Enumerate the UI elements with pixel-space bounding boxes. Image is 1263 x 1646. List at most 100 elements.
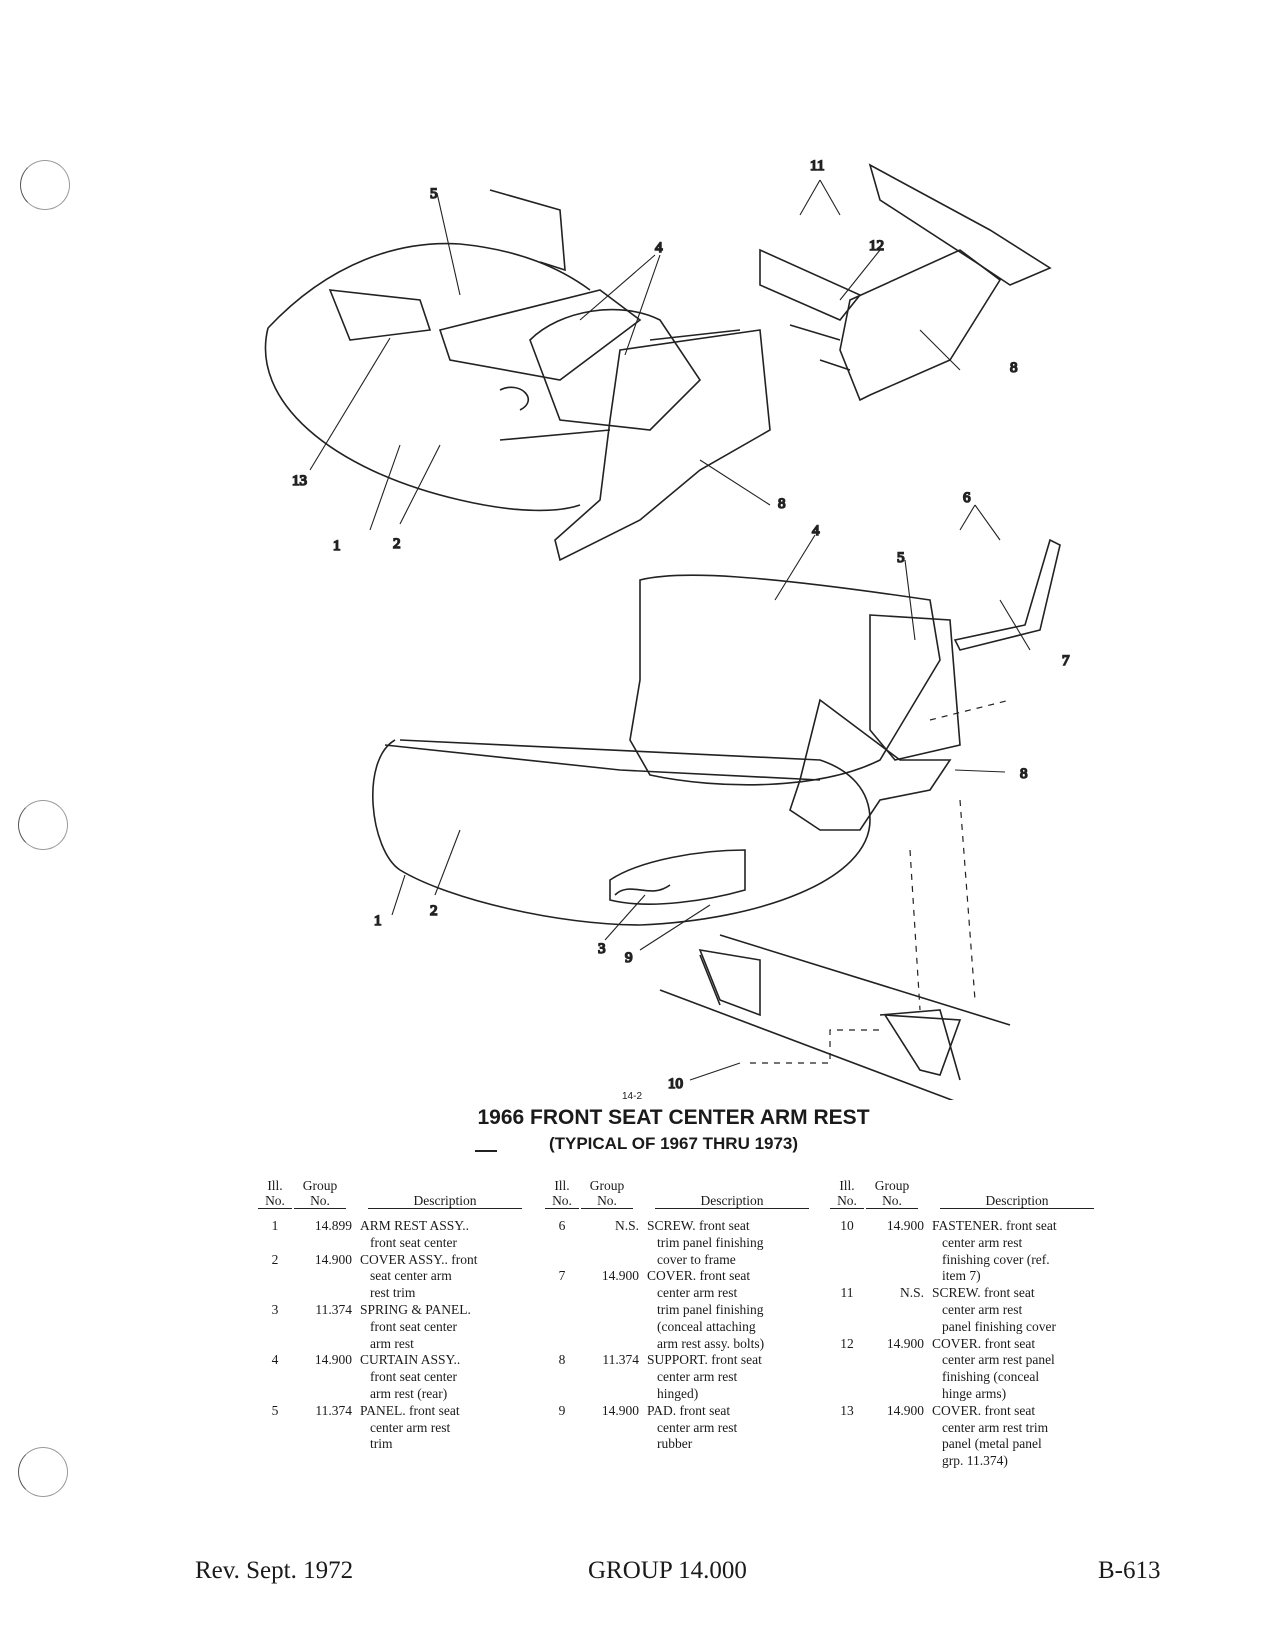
lower-trim-panel <box>869 614 961 761</box>
title-dash <box>475 1150 497 1152</box>
description-line: rubber <box>657 1436 693 1452</box>
description-line: arm rest (rear) <box>370 1385 448 1401</box>
description-line: hinge arms) <box>942 1385 1007 1401</box>
callout-5-top: 5 <box>430 186 438 202</box>
upper-right-support-plate <box>839 249 1002 402</box>
lower-mounting-brackets <box>698 948 962 1076</box>
callout-4-top: 4 <box>655 240 663 256</box>
upper-hinge-support <box>438 189 642 381</box>
description-line: SPRING & PANEL. <box>360 1301 471 1317</box>
callout-13: 13 <box>292 473 307 489</box>
description-line: finishing cover (ref. <box>942 1251 1050 1267</box>
description-line: seat center arm <box>370 1268 452 1284</box>
callout-6: 6 <box>963 490 971 506</box>
ill-number: 3 <box>271 1301 279 1317</box>
description-line: center arm rest <box>942 1301 1023 1317</box>
group-number: GROUP 14.000 <box>588 1557 747 1584</box>
description-line: ARM REST ASSY.. <box>360 1218 470 1233</box>
callout-8-right: 8 <box>1010 360 1018 376</box>
figure-subtitle: (TYPICAL OF 1967 THRU 1973) <box>548 1134 799 1153</box>
callout-10: 10 <box>668 1076 683 1092</box>
ill-number: 11 <box>840 1285 854 1301</box>
ill-number: 7 <box>558 1268 566 1284</box>
ill-number: 2 <box>271 1251 279 1267</box>
upper-right-rod <box>789 324 851 371</box>
description-line: trim panel finishing <box>657 1301 764 1317</box>
description-line: grp. 11.374) <box>942 1453 1008 1469</box>
upper-cushion-outline <box>264 242 591 512</box>
description-line: SCREW. front seat <box>647 1218 750 1233</box>
lower-armrest-body <box>372 739 871 926</box>
description-line: PAD. front seat <box>647 1402 731 1418</box>
group-number: 14.900 <box>886 1335 924 1351</box>
ill-number: 1 <box>271 1218 279 1233</box>
description-line: SUPPORT. front seat <box>647 1352 762 1368</box>
description-line: CURTAIN ASSY.. <box>360 1352 461 1368</box>
callout-8-lower: 8 <box>1020 766 1028 782</box>
description-line: arm rest assy. bolts) <box>657 1335 765 1351</box>
group-number: 14.900 <box>886 1218 924 1233</box>
callout-2-lower: 2 <box>430 903 438 919</box>
lower-hinge-support <box>789 698 952 831</box>
group-number: 14.900 <box>314 1251 352 1267</box>
description-line: center arm rest <box>657 1419 738 1435</box>
group-number: N.S. <box>899 1285 924 1301</box>
description-line: PANEL. front seat <box>360 1402 460 1418</box>
description-line: finishing (conceal <box>942 1369 1040 1385</box>
description-line: trim panel finishing <box>657 1234 764 1250</box>
description-line: front seat center <box>370 1318 457 1334</box>
part-description: ARM REST ASSY..front seat center <box>360 1218 469 1252</box>
group-number: 11.374 <box>315 1402 352 1418</box>
callout-7: 7 <box>1062 653 1070 669</box>
description-line: front seat center <box>370 1234 457 1250</box>
upper-side-support <box>554 329 771 562</box>
header-description: Description <box>940 1193 1094 1209</box>
punch-hole-middle <box>18 800 68 850</box>
punch-hole-top <box>20 160 70 210</box>
group-number: 14.900 <box>601 1268 639 1284</box>
callout-9: 9 <box>625 950 633 966</box>
upper-curtain-panel <box>529 308 702 431</box>
figure-number: 14-2 <box>622 1091 643 1102</box>
description-line: item 7) <box>942 1268 981 1284</box>
page-number: B-613 <box>1098 1557 1161 1584</box>
callout-4-lower: 4 <box>812 523 820 539</box>
description-line: center arm rest <box>657 1369 738 1385</box>
callout-1-top: 1 <box>333 538 341 554</box>
header-description: Description <box>655 1193 809 1209</box>
description-line: center arm rest <box>657 1285 738 1301</box>
description-line: COVER ASSY.. front <box>360 1251 478 1267</box>
group-number: 14.899 <box>314 1218 352 1233</box>
armrest-exploded-diagram: 5 4 13 1 2 8 11 12 8 4 5 6 7 8 1 2 3 9 1… <box>264 157 1071 1100</box>
description-line: (conceal attaching <box>657 1318 756 1334</box>
callout-2-top: 2 <box>393 536 401 552</box>
header-ill-no: Ill.No. <box>830 1178 864 1209</box>
description-line: arm rest <box>370 1335 414 1351</box>
parts-row: 1 14.899 ARM REST ASSY..front seat center <box>258 1218 528 1252</box>
ill-number: 8 <box>558 1352 566 1368</box>
description-line: hinged) <box>657 1385 699 1401</box>
callout-8-top: 8 <box>778 496 786 512</box>
